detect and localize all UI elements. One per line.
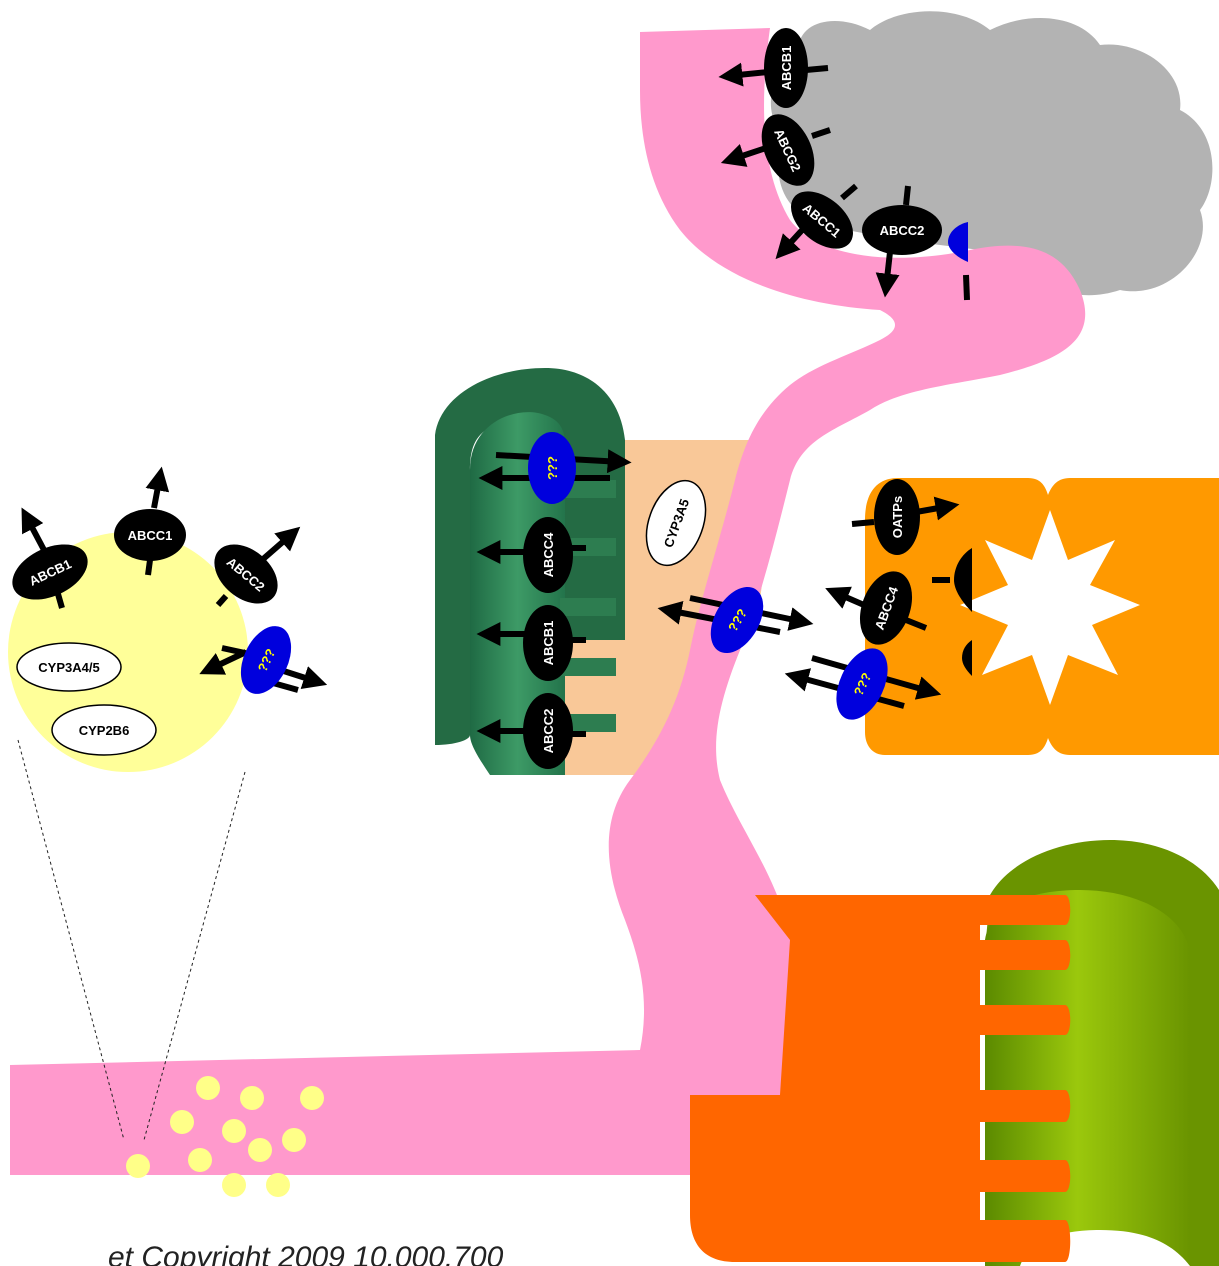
lymphocyte-cyp2b6-label: CYP2B6 (79, 723, 130, 738)
intestinal-unknown-badge: ??? (528, 432, 576, 504)
intestinal-abcc4-label: ABCC4 (541, 532, 556, 578)
tumor-abcb1-label: ABCB1 (779, 46, 794, 91)
intestinal-abcc2-label: ABCC2 (541, 709, 556, 754)
intestinal-abcc4-badge: ABCC4 (523, 517, 573, 593)
tumor-abcc2-badge: ABCC2 (862, 205, 942, 255)
tumor-abcb1-badge: ABCB1 (764, 28, 808, 108)
tumor-abcc2-label: ABCC2 (880, 223, 925, 238)
intestinal-abcb1-badge: ABCB1 (523, 605, 573, 681)
lymphocyte-cyp3a45-badge: CYP3A4/5 (17, 643, 121, 691)
lymphocyte-cyp2b6-badge: CYP2B6 (52, 705, 156, 755)
intestinal-unknown-label: ??? (545, 456, 560, 480)
lymphocyte-cyp3a45-label: CYP3A4/5 (38, 660, 99, 675)
liver-oatps-label: OATPs (890, 496, 905, 538)
copyright-footer: et Copyright 2009 10.000.700 (108, 1240, 628, 1266)
liver-oatps-badge: OATPs (874, 479, 920, 555)
lymphocyte-abcc1-badge: ABCC1 (114, 509, 186, 561)
intestinal-abcc2-badge: ABCC2 (523, 693, 573, 769)
intestinal-abcb1-label: ABCB1 (541, 621, 556, 666)
lymphocyte-abcc1-label: ABCC1 (128, 528, 173, 543)
